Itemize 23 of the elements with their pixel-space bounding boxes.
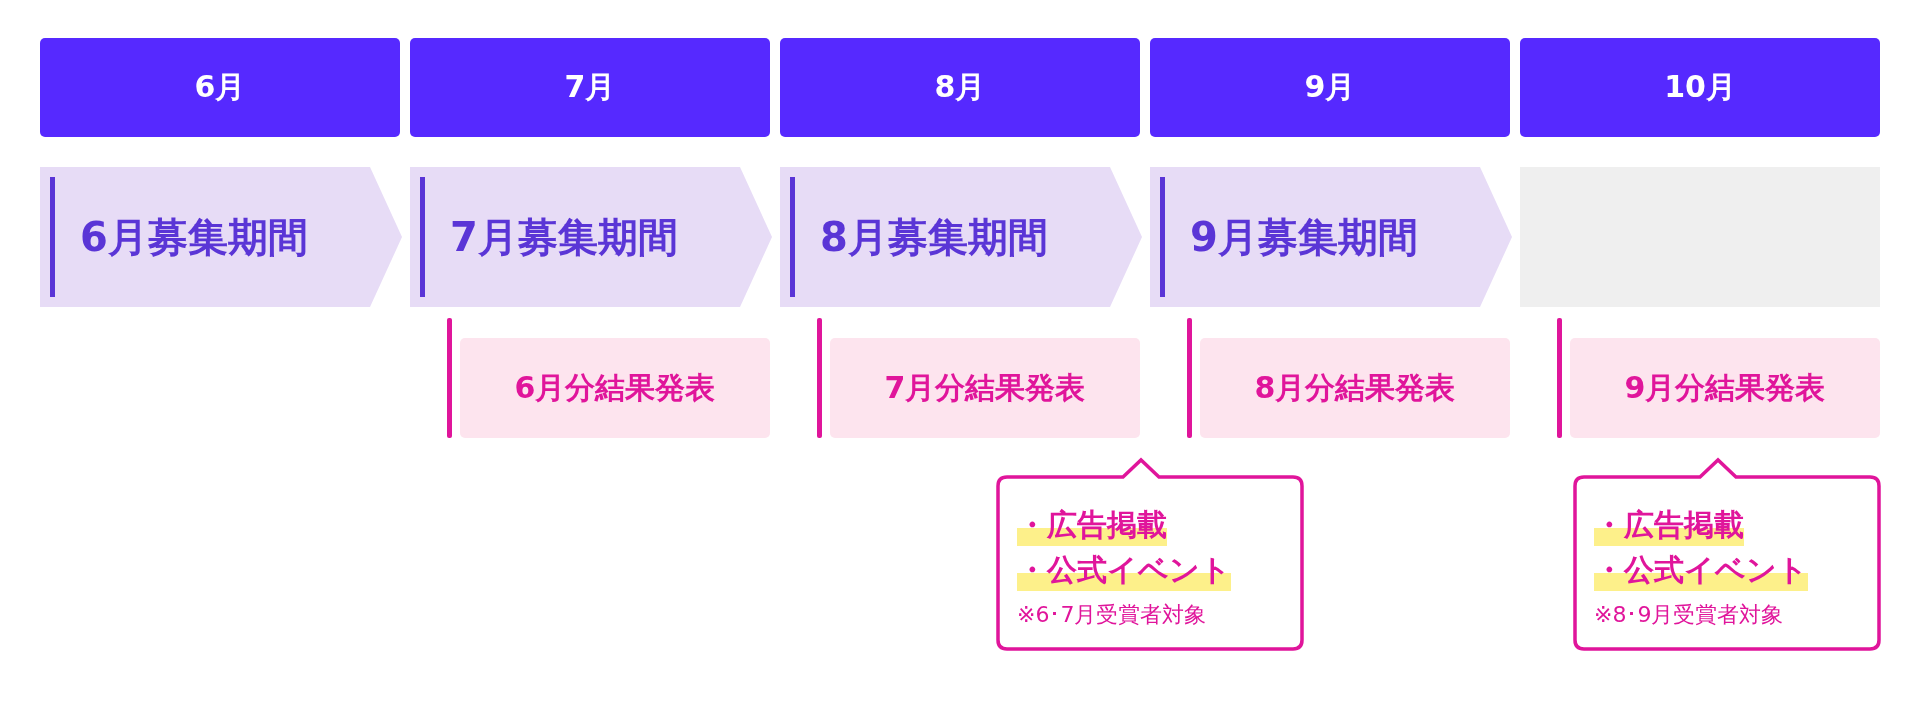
month-header: 8月 [780, 38, 1140, 137]
callout-bubble [995, 455, 1305, 652]
period-label: 9月募集期間 [1190, 212, 1418, 262]
benefit-text: ・広告掲載 [1017, 505, 1167, 546]
benefit-text: ・広告掲載 [1594, 505, 1744, 546]
period-band [40, 167, 402, 307]
period-band [1150, 167, 1512, 307]
note-text: ※8･9月受賞者対象 [1594, 601, 1784, 629]
result-label: 6月分結果発表 [460, 338, 770, 438]
result-label: 8月分結果発表 [1200, 338, 1510, 438]
result-label: 7月分結果発表 [830, 338, 1140, 438]
month-header: 9月 [1150, 38, 1510, 137]
period-label: 8月募集期間 [820, 212, 1048, 262]
period-band [410, 167, 772, 307]
month-header: 7月 [410, 38, 770, 137]
result-label: 9月分結果発表 [1570, 338, 1880, 438]
callout-bubble [1572, 455, 1882, 652]
month-header: 6月 [40, 38, 400, 137]
month-header: 10月 [1520, 38, 1880, 137]
period-band [780, 167, 1142, 307]
period-label: 7月募集期間 [450, 212, 678, 262]
note-text: ※6･7月受賞者対象 [1017, 601, 1207, 629]
period-label: 6月募集期間 [80, 212, 308, 262]
